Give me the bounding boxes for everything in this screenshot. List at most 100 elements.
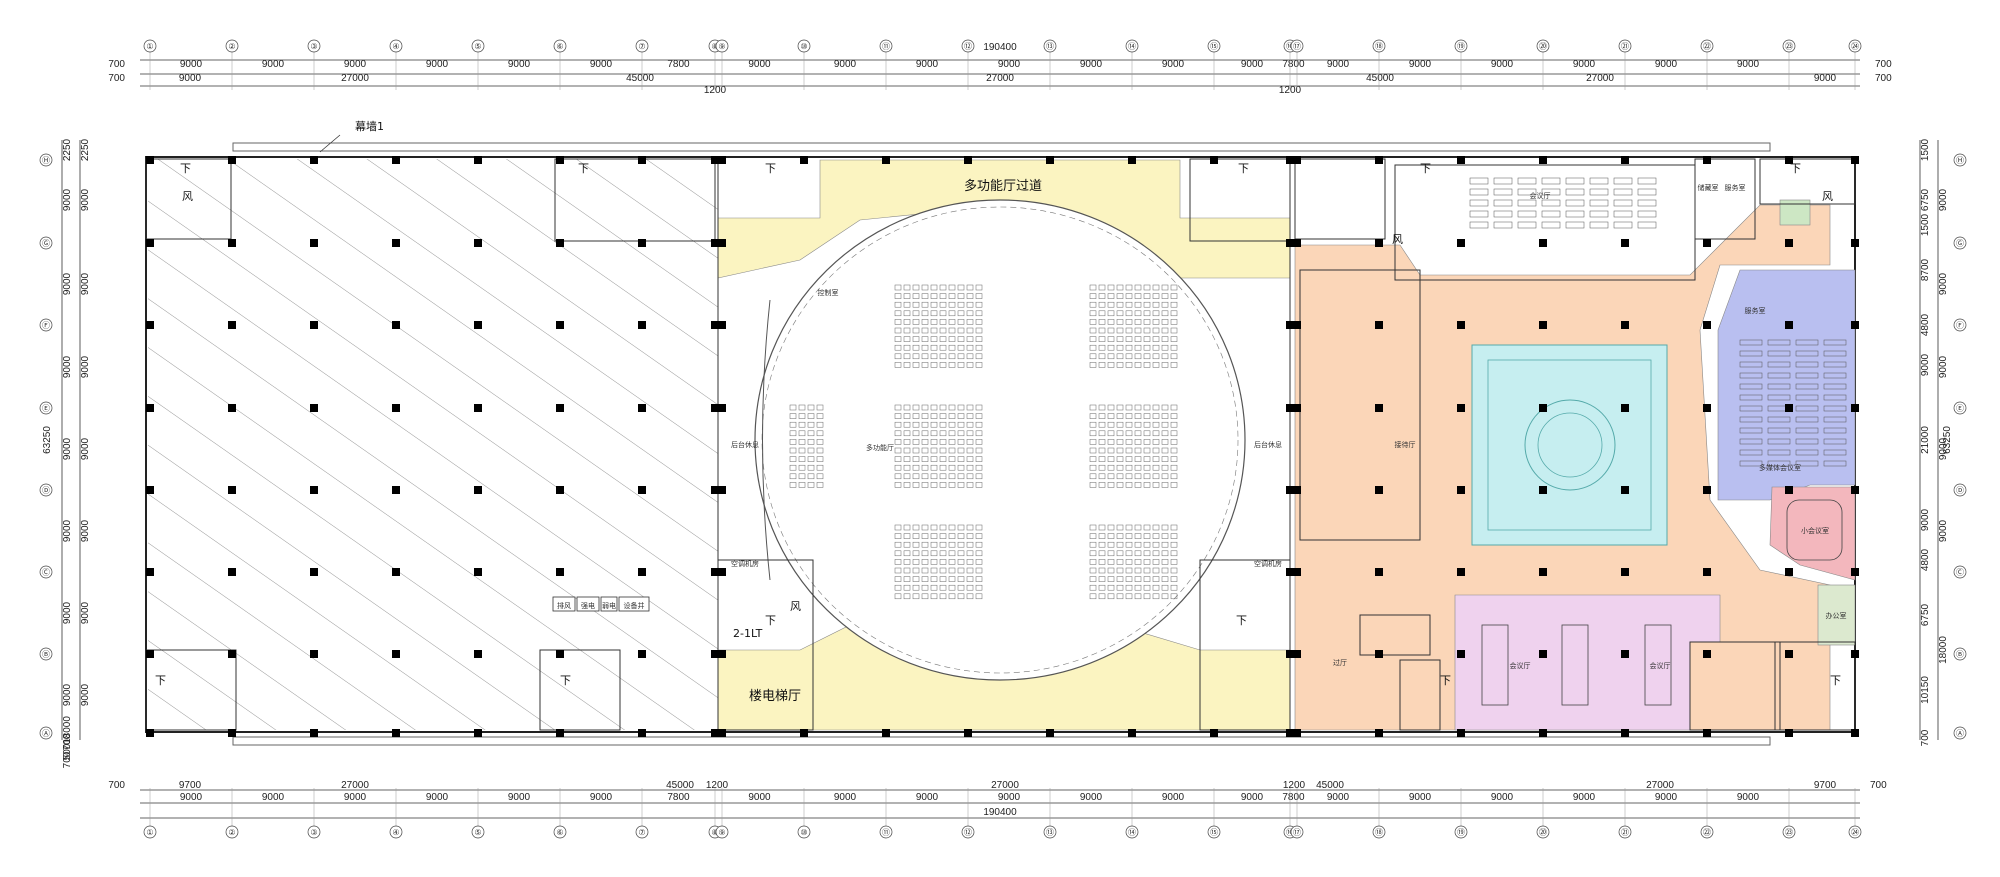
column <box>1785 568 1793 576</box>
top-row1-dim: 9000 <box>426 59 449 70</box>
meeting-chair-row <box>1589 210 1609 218</box>
meeting-chair-row <box>1823 339 1847 346</box>
seat <box>912 319 920 325</box>
seat <box>1161 362 1169 368</box>
seat <box>1116 353 1124 360</box>
seat <box>957 447 965 454</box>
axis-circle <box>1953 726 1967 740</box>
axis-circle <box>1454 39 1468 53</box>
axis-label: ⑪ <box>882 42 890 51</box>
column <box>1703 568 1711 576</box>
stairs-down-7: 下 <box>155 674 166 687</box>
left-outer-dim: 18000 <box>62 716 73 744</box>
seat <box>939 447 947 454</box>
seat <box>975 319 983 325</box>
seat <box>816 430 824 437</box>
axis-label: ㉓ <box>1785 42 1793 51</box>
bottom-row2-dim: 7800 <box>1282 792 1305 803</box>
seat <box>1134 593 1142 600</box>
column <box>1457 729 1465 737</box>
left-inner-dim: 2250 <box>80 138 91 161</box>
seat <box>912 439 920 445</box>
column <box>392 729 400 737</box>
top-row1-dim: 9000 <box>1080 59 1103 70</box>
axis-label: Ⓓ <box>42 486 50 495</box>
seat <box>975 344 983 351</box>
seat <box>903 413 911 419</box>
seat <box>957 524 965 531</box>
seat <box>1107 353 1115 360</box>
seat <box>1134 336 1142 342</box>
axis-label: ㉓ <box>1785 828 1793 837</box>
seat <box>1107 404 1115 411</box>
seat <box>1143 576 1151 582</box>
axis-circle <box>961 39 975 53</box>
axis-label: ㉑ <box>1621 42 1629 51</box>
seat <box>1089 430 1097 437</box>
axis-label: ⑧ <box>711 42 718 51</box>
column <box>638 239 646 247</box>
axis-circle <box>39 483 53 497</box>
seat <box>975 413 983 419</box>
top-row1-dim: 9000 <box>1491 59 1514 70</box>
seat <box>1143 336 1151 342</box>
seat <box>957 430 965 437</box>
axis-label: ⑧ <box>711 828 718 837</box>
seat <box>903 464 911 471</box>
seat <box>1143 482 1151 488</box>
column <box>228 486 236 494</box>
seat <box>1152 284 1160 291</box>
column <box>638 486 646 494</box>
column <box>474 321 482 329</box>
seat <box>1107 559 1115 565</box>
seat <box>798 447 806 454</box>
seat <box>1116 541 1124 548</box>
seat <box>894 541 902 548</box>
seat <box>894 482 902 488</box>
seat <box>948 439 956 445</box>
column <box>1375 486 1383 494</box>
column <box>1621 156 1629 164</box>
meeting-chair-row <box>1739 416 1763 423</box>
column <box>1210 156 1218 164</box>
seat <box>930 576 938 582</box>
axis-label: Ⓔ <box>42 404 50 413</box>
column <box>1286 650 1294 658</box>
column <box>392 321 400 329</box>
column <box>1286 404 1294 412</box>
column <box>1375 729 1383 737</box>
seat <box>975 310 983 317</box>
column <box>718 650 726 658</box>
seat <box>957 404 965 411</box>
seat <box>1116 576 1124 582</box>
axis-label: ⑮ <box>1210 42 1218 51</box>
axis-circle <box>1043 39 1057 53</box>
seat <box>807 464 815 471</box>
seat <box>1170 310 1178 317</box>
seat <box>1116 284 1124 291</box>
seat <box>912 541 920 548</box>
top-row1-dim: 9000 <box>590 59 613 70</box>
multi-corridor-label: 多功能厅过道 <box>964 178 1042 194</box>
meeting-chair-row <box>1493 199 1513 207</box>
seat <box>903 524 911 531</box>
column <box>310 486 318 494</box>
bottom-row1-dim: 1200 <box>706 780 729 791</box>
top-row2-end-right: 700 <box>1875 73 1892 84</box>
seat <box>957 353 965 360</box>
seat <box>930 456 938 462</box>
axis-label: Ⓒ <box>1956 568 1964 577</box>
column <box>1539 239 1547 247</box>
bottom-row2-dim: 9000 <box>1573 792 1596 803</box>
axis-circle <box>1372 39 1386 53</box>
stairs-down-2: 下 <box>578 162 589 175</box>
column <box>718 321 726 329</box>
axis-circle <box>1207 39 1221 53</box>
right-inner-dim: 18000 <box>1938 636 1949 664</box>
seat <box>1134 567 1142 574</box>
seat <box>1170 447 1178 454</box>
seat <box>1134 413 1142 419</box>
seat <box>966 464 974 471</box>
bottom-row2-dim: 9000 <box>748 792 771 803</box>
